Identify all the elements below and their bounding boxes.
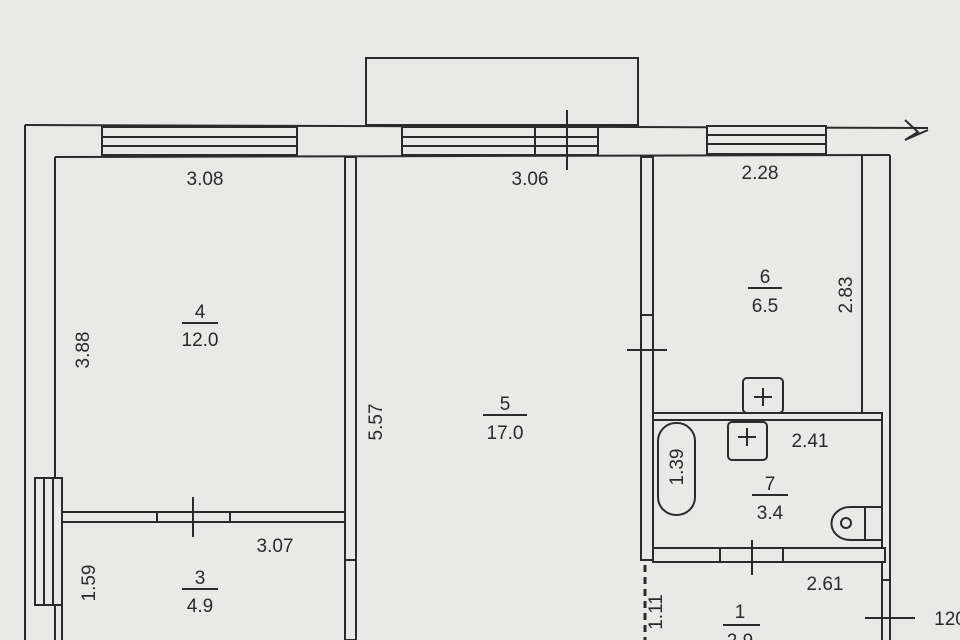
room-number: 5 bbox=[500, 394, 511, 415]
sink-kitchen-icon bbox=[742, 377, 784, 414]
room-number: 7 bbox=[765, 474, 776, 495]
room-area: 2.9 bbox=[727, 631, 753, 640]
window-room4 bbox=[101, 126, 298, 156]
dim-room4-width: 3.08 bbox=[187, 169, 224, 190]
toilet-icon bbox=[830, 506, 883, 541]
room-area: 6.5 bbox=[752, 296, 778, 317]
bathtub-icon bbox=[657, 422, 696, 516]
dim-room6-width: 2.28 bbox=[742, 163, 779, 184]
room-area: 17.0 bbox=[487, 423, 524, 444]
dim-room7-length: 1.39 bbox=[667, 449, 688, 486]
dim-room1-length: 1.11 bbox=[646, 594, 667, 630]
dim-room6-length: 2.83 bbox=[836, 277, 857, 314]
dim-room7-width: 2.41 bbox=[792, 431, 829, 452]
balcony bbox=[365, 57, 639, 126]
dim-room3-length: 1.59 bbox=[79, 565, 100, 602]
dim-room1-width: 2.61 bbox=[807, 574, 844, 595]
dim-room5-length: 5.57 bbox=[366, 404, 387, 441]
dim-room4-length: 3.88 bbox=[73, 332, 94, 369]
room-area: 4.9 bbox=[187, 596, 213, 617]
interior-walls bbox=[61, 155, 915, 640]
room-number: 1 bbox=[735, 602, 746, 623]
fraction-bars bbox=[182, 287, 788, 626]
room-number: 4 bbox=[195, 302, 206, 323]
window-room3 bbox=[34, 477, 63, 606]
dim-room5-width: 3.06 bbox=[512, 169, 549, 190]
room-number: 3 bbox=[195, 568, 206, 589]
room-number: 6 bbox=[760, 267, 771, 288]
room-area: 3.4 bbox=[757, 503, 784, 524]
room-area: 12.0 bbox=[182, 330, 219, 351]
edge-mark: 120 bbox=[934, 609, 960, 630]
sink-bathroom-icon bbox=[727, 421, 768, 461]
dim-room3-width: 3.07 bbox=[257, 536, 294, 557]
window-room6 bbox=[706, 125, 827, 155]
window-room5 bbox=[401, 110, 599, 170]
